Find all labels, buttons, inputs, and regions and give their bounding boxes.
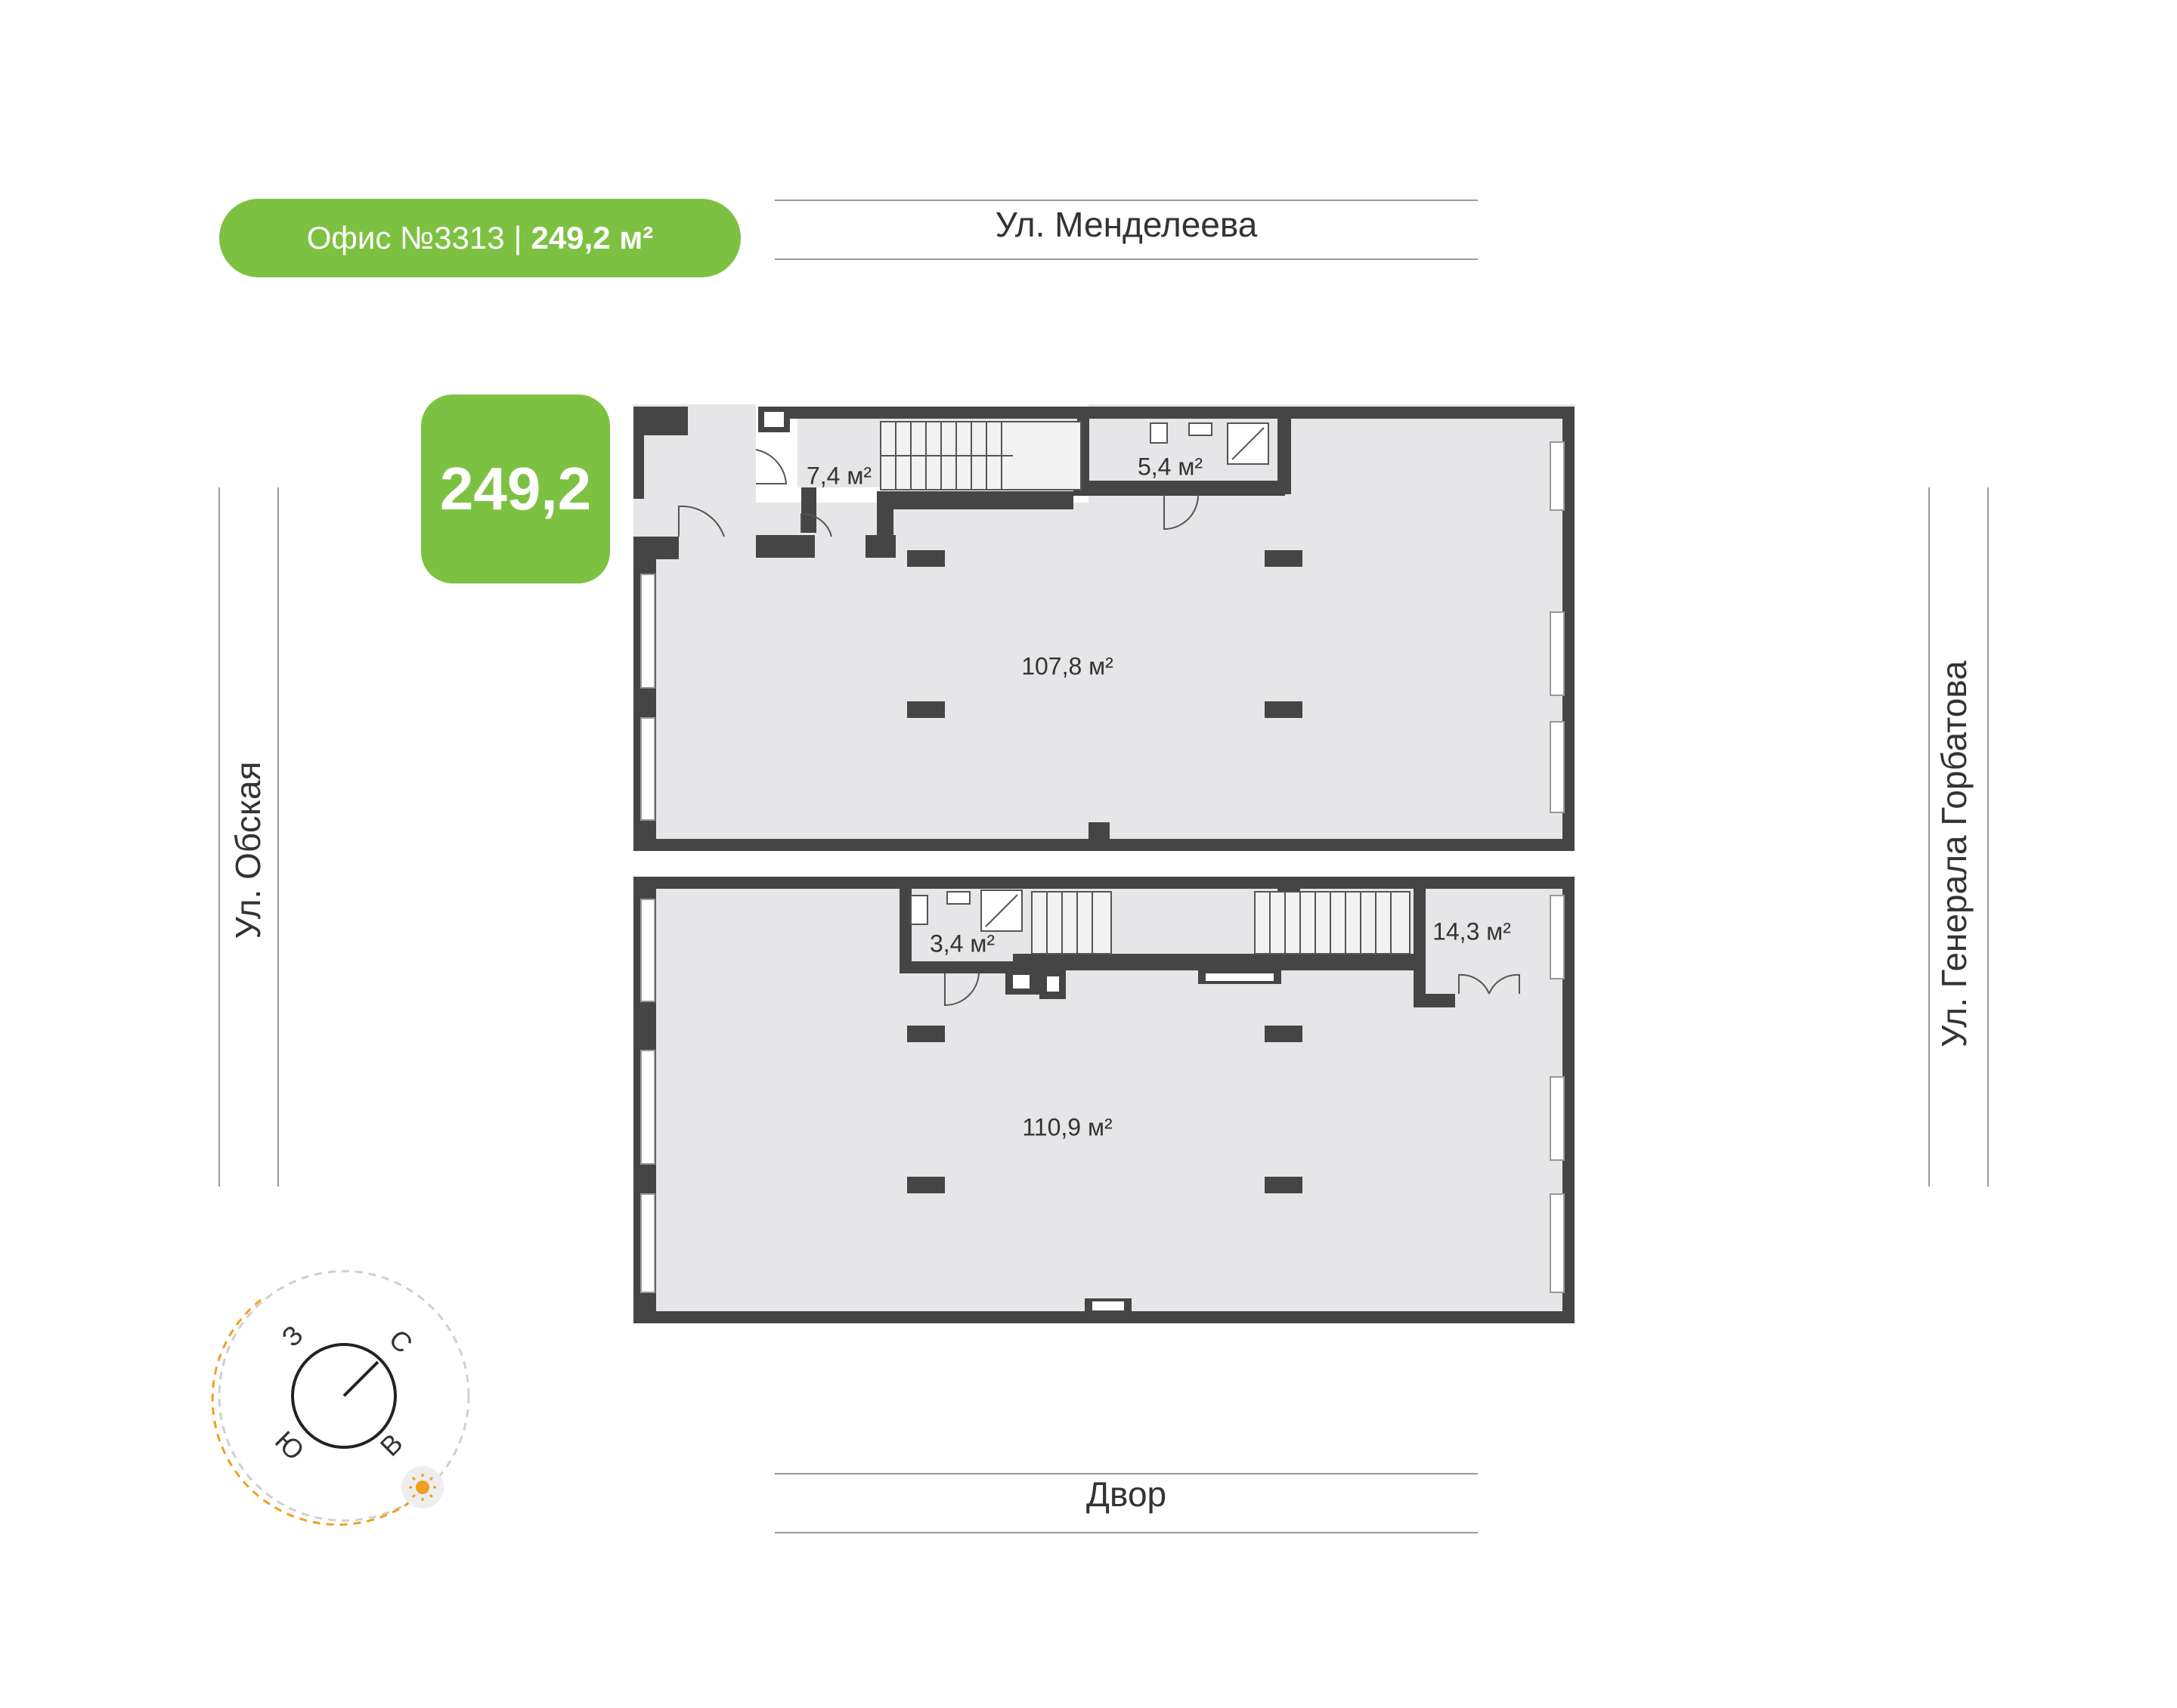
lower-floor xyxy=(633,877,1575,1323)
upper-walls xyxy=(633,407,1575,851)
sun-path-arc xyxy=(211,1298,417,1526)
compass-needle xyxy=(342,1360,379,1397)
office-title-pill: Офис №3313 | 249,2 м² xyxy=(219,199,741,277)
lower-windows xyxy=(640,895,1565,1293)
lower-stairs xyxy=(1031,891,1411,955)
street-lines xyxy=(218,200,1989,1533)
street-right-label: Ул. Генерала Горбатова xyxy=(1934,661,1974,1047)
lower-bathroom-fixtures xyxy=(910,890,1023,932)
upper-windows xyxy=(640,441,1565,821)
office-area: 249,2 м² xyxy=(531,220,654,255)
total-area-badge: 249,2 xyxy=(421,395,610,583)
upper-hall-area: 107,8 м² xyxy=(1021,652,1113,680)
street-left-label: Ул. Обская xyxy=(228,761,268,939)
upper-bathroom-area: 5,4 м² xyxy=(1137,453,1203,481)
street-top-label: Ул. Менделеева xyxy=(995,205,1258,244)
lower-stair-room-area: 14,3 м² xyxy=(1432,917,1511,945)
compass xyxy=(211,1270,470,1526)
lower-hall-area: 110,9 м² xyxy=(1022,1113,1113,1141)
lower-doors xyxy=(944,973,1520,1007)
lower-bathroom-area: 3,4 м² xyxy=(929,930,996,958)
upper-floor xyxy=(633,404,1575,851)
upper-doors xyxy=(678,449,1200,537)
lower-walls xyxy=(633,877,1575,1323)
upper-stair-room-area: 7,4 м² xyxy=(806,462,872,490)
title-separator: | xyxy=(513,220,522,255)
office-title: Офис №3313 xyxy=(306,220,505,255)
upper-bathroom-fixtures xyxy=(1150,422,1269,465)
upper-stairs xyxy=(880,421,1082,490)
street-bottom-label: Двор xyxy=(1085,1474,1167,1514)
sun-path-circle xyxy=(218,1270,470,1522)
